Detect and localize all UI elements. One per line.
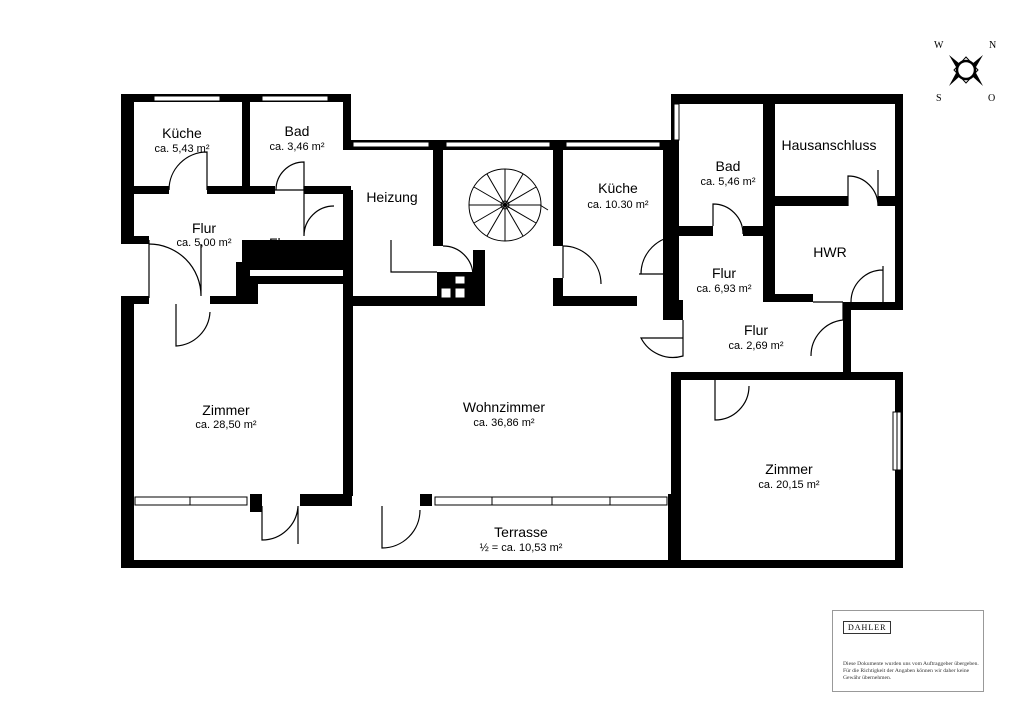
room-terrasse-name: Terrasse xyxy=(494,524,548,540)
room-wohnzimmer-area: ca. 36,86 m² xyxy=(473,417,534,429)
window-mullions xyxy=(189,412,898,505)
room-flur-4-name: Flur xyxy=(744,322,768,338)
room-kueche-mid-name: Küche xyxy=(598,180,638,196)
room-labels: Küche ca. 5,43 m² Bad ca. 3,46 m² Flur c… xyxy=(154,123,876,554)
room-kueche-mid-area: ca. 10.30 m² xyxy=(587,199,648,211)
room-terrasse-area: ½ = ca. 10,53 m² xyxy=(480,542,563,554)
spiral-staircase xyxy=(468,168,549,242)
heating-shafts xyxy=(440,275,466,299)
disclaimer-box: DAHLER Diese Dokumente wurden uns vom Au… xyxy=(832,610,984,692)
room-zimmer-left-name: Zimmer xyxy=(202,402,250,418)
compass: W N S O xyxy=(934,40,996,104)
room-flur-1-name: Flur xyxy=(192,220,216,236)
room-zimmer-right-name: Zimmer xyxy=(765,461,813,477)
room-flur-1-area: ca. 5,00 m² xyxy=(176,237,231,249)
walls xyxy=(121,94,903,568)
compass-east-label: O xyxy=(988,93,995,104)
doors xyxy=(148,151,884,549)
compass-north-label: N xyxy=(989,40,996,51)
room-hwr-name: HWR xyxy=(813,244,846,260)
room-flur-3-area: ca. 6,93 m² xyxy=(696,283,751,295)
room-wohnzimmer-name: Wohnzimmer xyxy=(463,399,546,415)
windows xyxy=(134,95,902,506)
room-zimmer-left-area: ca. 28,50 m² xyxy=(195,419,256,431)
room-heizung-name: Heizung xyxy=(366,189,417,205)
room-kueche-left-name: Küche xyxy=(162,125,202,141)
compass-south-label: S xyxy=(936,93,942,104)
room-bad-left-area: ca. 3,46 m² xyxy=(269,141,324,153)
room-zimmer-right-area: ca. 20,15 m² xyxy=(758,479,819,491)
brand-logo: DAHLER xyxy=(843,621,892,634)
disclaimer-text: Diese Dokumente wurden uns vom Auftragge… xyxy=(843,661,979,681)
room-bad-left-name: Bad xyxy=(285,123,310,139)
room-flur-2-name: Flur xyxy=(269,235,293,251)
room-flur-2-area: ca. 5,38 m² xyxy=(253,253,308,265)
room-flur-4-area: ca. 2,69 m² xyxy=(728,340,783,352)
room-bad-right-name: Bad xyxy=(716,158,741,174)
compass-west-label: W xyxy=(934,40,944,51)
room-hausanschluss-name: Hausanschluss xyxy=(782,137,877,153)
room-bad-right-area: ca. 5,46 m² xyxy=(700,176,755,188)
room-flur-3-name: Flur xyxy=(712,265,736,281)
room-kueche-left-area: ca. 5,43 m² xyxy=(154,143,209,155)
